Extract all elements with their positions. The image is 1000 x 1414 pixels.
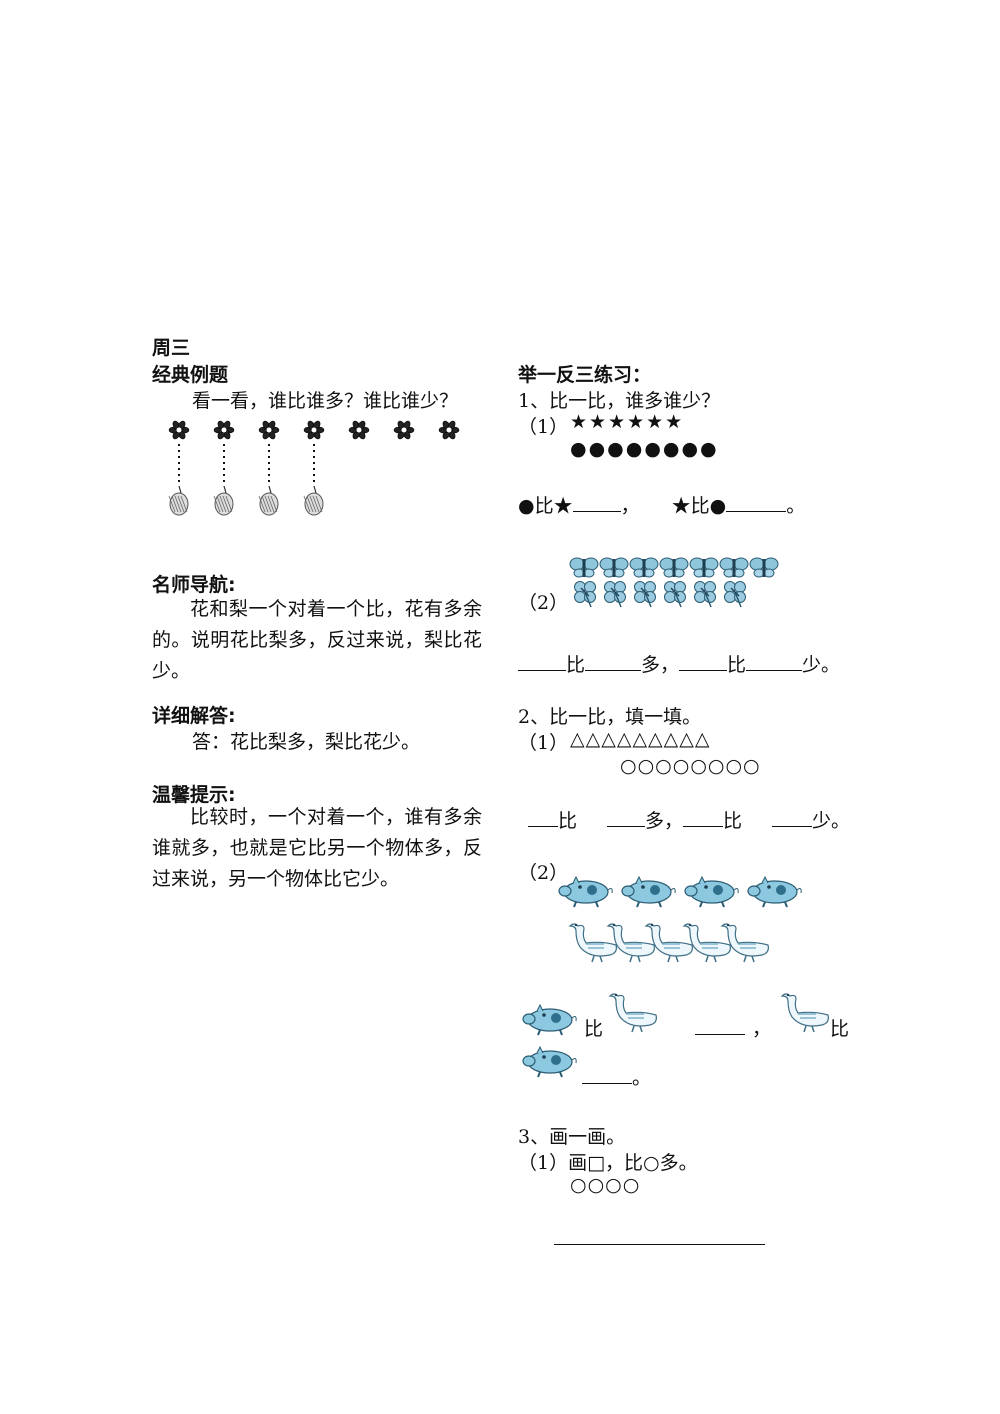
clover-icon [574,581,596,608]
q1-p1-blank-b[interactable] [726,493,787,512]
butterfly-icon [749,557,779,578]
pig-icon [621,875,676,908]
q2-p2-end: 。 [632,1067,652,1089]
flower-icon [213,420,235,440]
q1-p2-duo: 多， [641,654,680,676]
q1-p1-label: （1） [518,416,569,438]
flower-pear-figure [168,420,460,516]
clover-icon [724,581,746,608]
q2-p2-label: （2） [518,862,569,884]
q2-p2-last-line: 。 [582,1063,651,1090]
q2-p1-blank-1[interactable] [528,808,558,827]
star-row: ★★★★★★ [570,411,685,433]
example-heading: 经典例题 [152,364,229,386]
goose-icon [606,923,655,963]
butterfly-icon [689,557,719,578]
goose-icon [568,923,617,963]
tip-heading: 温馨提示: [152,784,236,806]
q2-p1-shao: 少。 [812,810,851,832]
q2-title: 2、比一比，填一填。 [518,706,702,728]
pig-icon [684,875,739,908]
goose-icon [682,923,731,963]
goose-icon [780,993,829,1033]
pig-icon [747,875,802,908]
q2-p1-duo: 多， [645,810,684,832]
pig-icon [558,875,613,908]
goose-row [568,923,769,963]
q3-answer-line[interactable] [554,1243,765,1245]
q2-p2-bi4: 比 [830,1018,850,1040]
q3-circle-row: ○○○○ [570,1174,641,1196]
q1-p2-label: （2） [518,592,569,614]
goose-icon [720,923,769,963]
pear-icon [213,485,234,516]
butterfly-icon [629,557,659,578]
q2-p1-bi2: 比 [723,810,743,832]
q2-p1-blank-2[interactable] [607,808,646,827]
q1-p1-fill-b: ★比● [671,495,727,517]
flower-icon [348,420,370,440]
flower-icon [303,420,325,440]
pig-icon [522,1003,577,1036]
q2-p1-blank-4[interactable] [772,808,813,827]
q1-p2-blank-2[interactable] [585,652,642,671]
q1-p2-bi1: 比 [566,654,586,676]
flower-icon [438,420,460,440]
pear-icon [303,485,324,516]
clover-icon [694,581,716,608]
q1-p2-blank-3[interactable] [679,652,728,671]
tip-text: 比较时，一个对着一个，谁有多余谁就多，也就是它比另一个物体多，反过来说，另一个物… [152,806,482,890]
q1-p2-blank-4[interactable] [746,652,803,671]
q3-title: 3、画一画。 [518,1126,626,1148]
day-heading: 周三 [152,337,191,359]
q1-title: 1、比一比，谁多谁少？ [518,390,721,412]
triangle-row: △△△△△△△△△ [570,728,711,750]
butterfly-row [569,557,779,578]
circle-row: ○○○○○○○○ [620,755,761,777]
butterfly-icon [569,557,599,578]
q2-p2-blank-1[interactable] [695,1016,745,1035]
butterfly-icon [599,557,629,578]
clover-icon [634,581,656,608]
q2-p2-bi3: 比 [584,1018,604,1040]
q1-p1-end: 。 [786,495,806,517]
q1-p1-fill-a: ●比★ [518,495,573,517]
butterfly-icon [659,557,689,578]
pear-icon [168,485,189,516]
clover-row [574,581,746,608]
answer-text: 答：花比梨多，梨比花少。 [192,731,421,753]
flower-icon [258,420,280,440]
q2-p1-label: （1） [518,732,569,754]
guide-text: 花和梨一个对着一个比，花有多余的。说明花比梨多，反过来说，梨比花少。 [152,598,482,682]
clover-icon [664,581,686,608]
q2-p1-blank-3[interactable] [683,808,724,827]
q1-p2-bi2: 比 [727,654,747,676]
q1-p1-blank-a[interactable] [572,493,621,512]
practice-heading: 举一反三练习： [518,364,652,386]
q1-p2-answer-line: 比 多， 比 少。 [518,650,840,677]
goose-icon [644,923,693,963]
q2-p1-bi1: 比 [558,810,578,832]
flower-icon [168,420,190,440]
example-question: 看一看，谁比谁多？谁比谁少？ [192,390,459,412]
q1-p2-blank-1[interactable] [518,652,566,671]
pear-icon [258,485,279,516]
q2-p2-comma: ， [752,1018,772,1040]
answer-heading: 详细解答: [152,705,236,727]
q2-p1-answer-line: 比 多， 比 少。 [528,806,850,833]
pig-row [558,875,802,908]
dot-row: ●●●●●●●● [570,438,719,460]
q2-p2-blank-2[interactable] [582,1065,632,1084]
q1-p2-shao: 少。 [802,654,841,676]
pig-icon [522,1045,577,1078]
guide-heading: 名师导航: [152,574,236,596]
flower-icon [393,420,415,440]
clover-icon [604,581,626,608]
butterfly-icon [719,557,749,578]
q1-p1-answer-line: ●比★ ， ★比● 。 [518,491,805,518]
q3-p1-text: （1）画□，比○多。 [518,1152,698,1174]
q1-p1-sep: ， [620,495,640,517]
goose-icon [608,993,657,1033]
